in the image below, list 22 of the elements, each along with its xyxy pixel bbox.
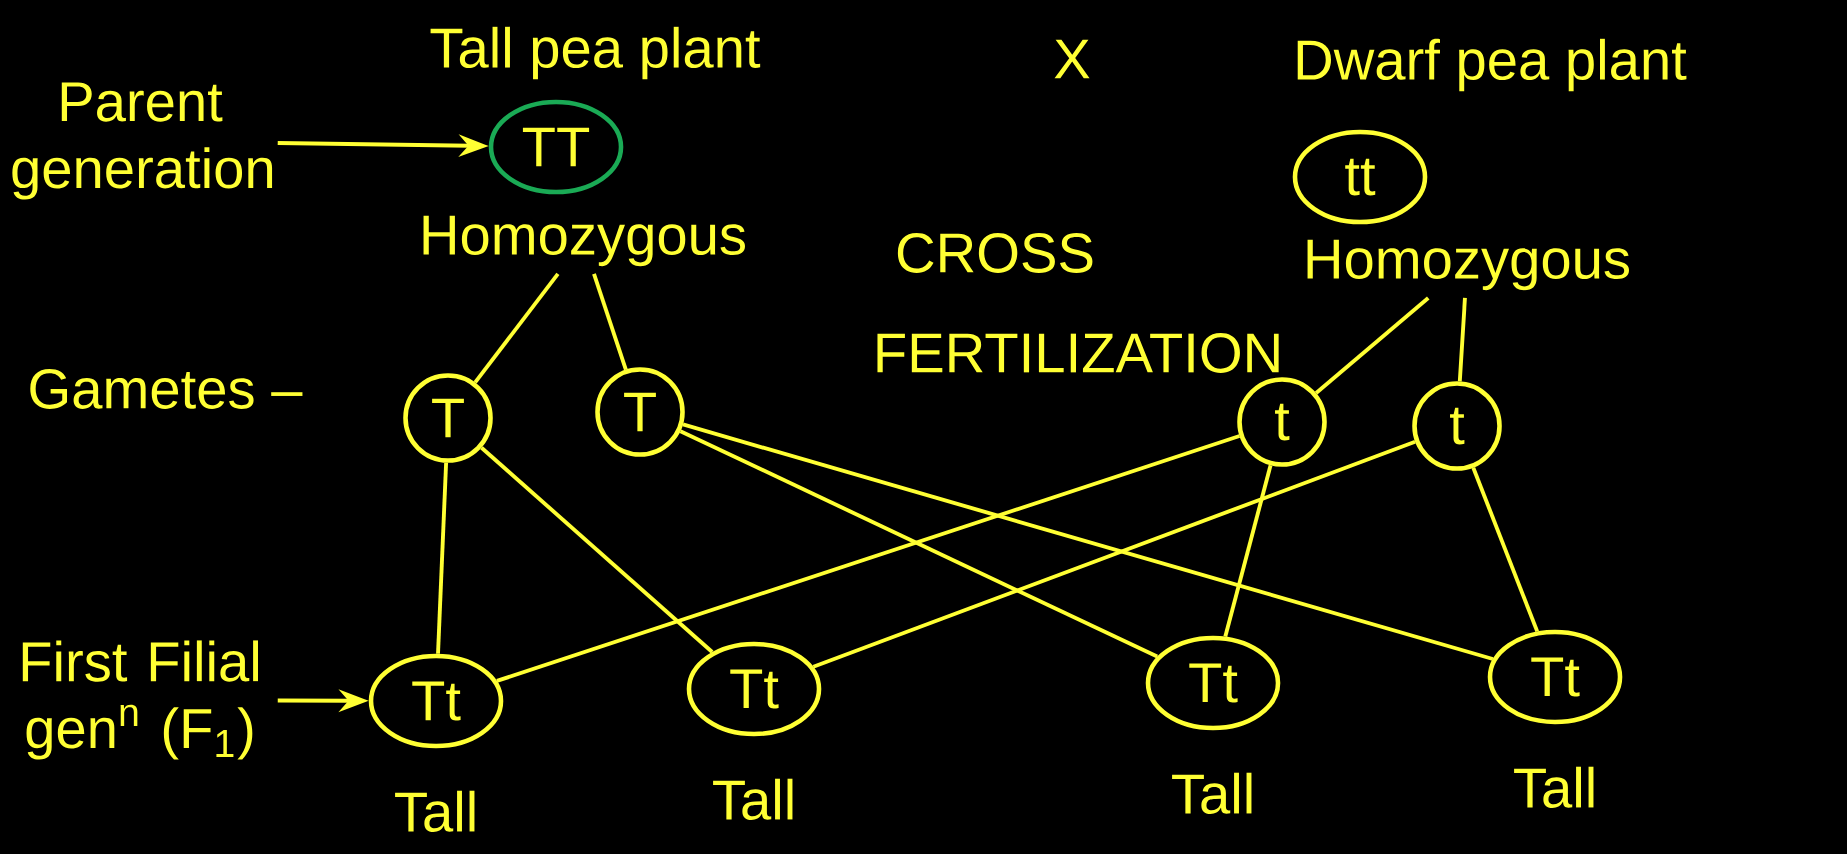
connector-line [1314,296,1430,395]
connector-line [679,429,1158,659]
connector-line [473,272,560,384]
phenotype-label: Tall [1172,772,1252,814]
connector-line [1457,297,1467,382]
handwritten-label: Homozygous [423,215,745,267]
connector-line [1471,467,1539,633]
connector-line [436,462,449,654]
phenotype-label: Tall [1514,766,1594,808]
handwritten-label: Parent generation [12,82,273,200]
connector-line [1223,464,1273,637]
phenotype-label: Tall [713,778,793,820]
connector-line [480,446,714,654]
handwritten-label: First Filial gen$^{n}$ (F$_{1}$) [22,640,258,760]
phenotype-label: Tall [395,790,475,832]
handwritten-label: CROSS [897,233,1093,273]
handwritten-label: Homozygous [1307,239,1629,291]
connector-line [592,273,628,371]
connector-line [496,434,1241,683]
connector-line [682,422,1494,661]
connector-line [812,439,1416,669]
handwritten-label: X [1054,39,1090,79]
